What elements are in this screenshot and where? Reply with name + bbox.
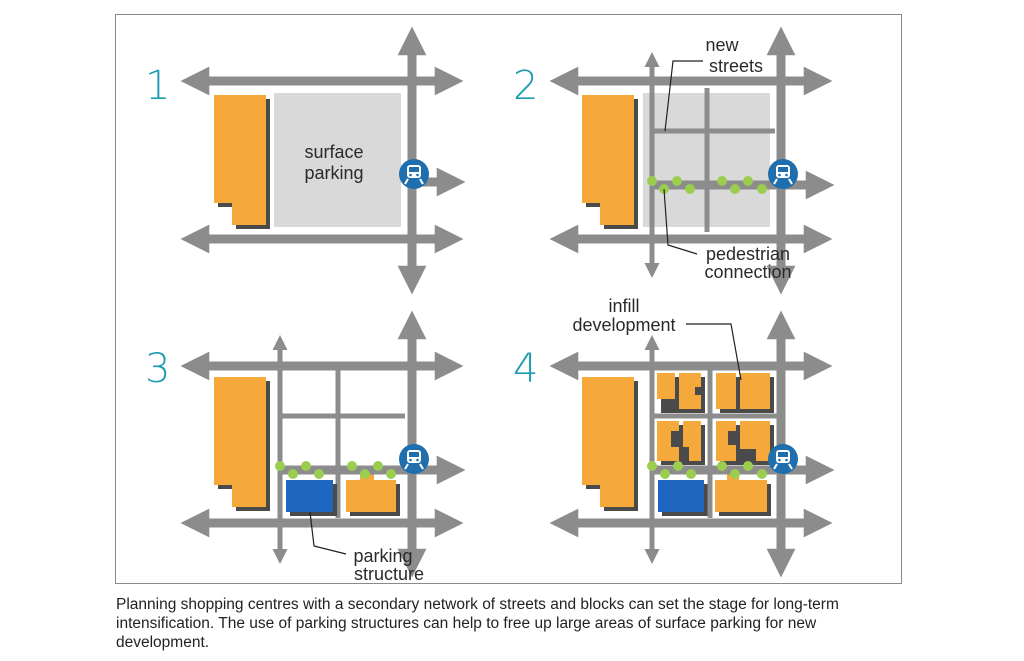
panel-number: 4: [513, 346, 538, 392]
transit-train-icon: [398, 443, 430, 475]
diagram-frame: [115, 14, 902, 584]
new-streets-label-line2: streets: [709, 56, 763, 76]
leader-line: [686, 323, 742, 381]
pedestrian-connection-dots: [275, 461, 396, 479]
pedestrian-connection-dots: [647, 461, 767, 479]
new-streets-label-line1: new: [705, 35, 739, 55]
panel-1: 1 surface parking: [145, 26, 466, 295]
panel-number: 2: [513, 63, 538, 109]
surface-parking-label-line1: surface: [304, 142, 363, 162]
panel-2: 2 new streets pedestrian connecti: [513, 26, 835, 295]
retail-building: [214, 95, 270, 229]
panel-4: 4: [513, 296, 835, 578]
surface-parking-lot: [274, 93, 401, 227]
pedestrian-connection-label-line1: pedestrian: [706, 244, 790, 264]
panel-3: 3 parking structu: [145, 310, 466, 584]
infill-development-label-line2: development: [572, 315, 675, 335]
parking-structure: [658, 480, 708, 516]
leader-lines: [663, 60, 703, 255]
diagram: 1 surface parking 2: [145, 26, 835, 584]
transit-train-icon: [398, 158, 430, 190]
panel-number: 1: [145, 63, 170, 109]
infill-development-label-line1: infill: [608, 296, 639, 316]
retail-building: [582, 377, 638, 511]
panel-number: 3: [145, 346, 170, 392]
retail-building: [214, 377, 270, 511]
infill-building: [346, 474, 400, 516]
parking-structure: [286, 480, 337, 516]
infill-buildings: [657, 373, 774, 516]
pedestrian-connection-label-line2: connection: [704, 262, 791, 282]
retail-building: [582, 95, 638, 229]
figure-caption: Planning shopping centres with a seconda…: [116, 596, 839, 651]
parking-structure-label-line1: parking: [353, 546, 412, 566]
transit-train-icon: [767, 158, 799, 190]
transit-train-icon: [767, 443, 799, 475]
parking-structure-label-line2: structure: [354, 564, 424, 584]
leader-line: [309, 511, 347, 555]
surface-parking-label-line2: parking: [304, 163, 363, 183]
